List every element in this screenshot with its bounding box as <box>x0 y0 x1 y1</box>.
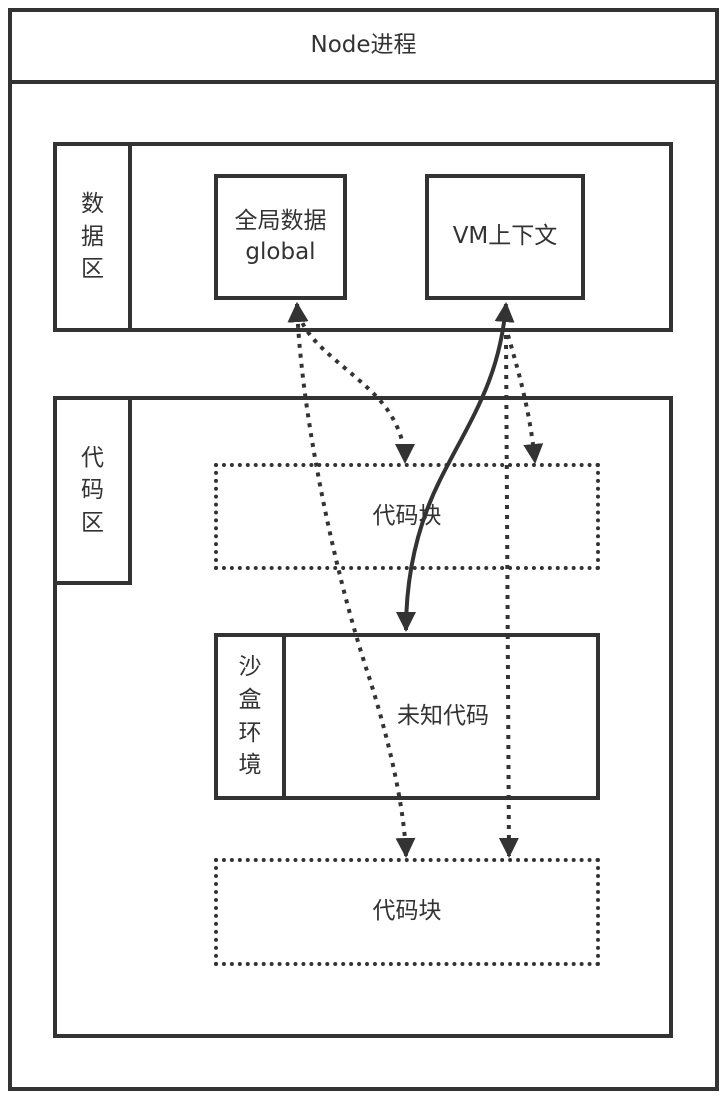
sandbox-label-column <box>214 633 286 800</box>
code-area-label-column <box>53 396 132 585</box>
code-block-1-text: 代码块 <box>372 502 442 529</box>
code-area-label: 代 码 区 <box>53 396 132 585</box>
data-area-label-char: 数 <box>81 191 104 218</box>
code-area-label-char: 区 <box>81 509 104 536</box>
code-block-2[interactable] <box>214 858 600 966</box>
global-data-node[interactable] <box>214 174 347 300</box>
node-process-title: Node进程 <box>310 32 417 59</box>
vm-context-text: VM上下文 <box>452 223 558 250</box>
global-data-subtitle: global <box>245 239 316 265</box>
vm-context-node[interactable] <box>425 174 585 300</box>
sandbox-label-char: 盒 <box>238 686 262 713</box>
global-data-text: 全局数据 global <box>214 174 347 300</box>
unknown-code-text: 未知代码 <box>397 702 489 729</box>
node-process-header <box>8 8 719 84</box>
global-data-title: 全局数据 <box>234 207 327 234</box>
sandbox-label: 沙 盒 环 境 <box>214 633 286 800</box>
data-area-label: 数 据 区 <box>53 142 132 332</box>
sandbox-label-char: 环 <box>238 719 262 746</box>
sandbox-label-char: 沙 <box>238 654 262 681</box>
data-area-label-column <box>53 142 132 332</box>
code-area-label-char: 代 <box>81 444 104 471</box>
sandbox-label-char: 境 <box>238 752 262 779</box>
code-block-2-text: 代码块 <box>372 898 442 925</box>
data-area-label-char: 据 <box>81 223 104 250</box>
data-area-label-char: 区 <box>81 256 104 283</box>
code-area-label-char: 码 <box>81 477 104 504</box>
